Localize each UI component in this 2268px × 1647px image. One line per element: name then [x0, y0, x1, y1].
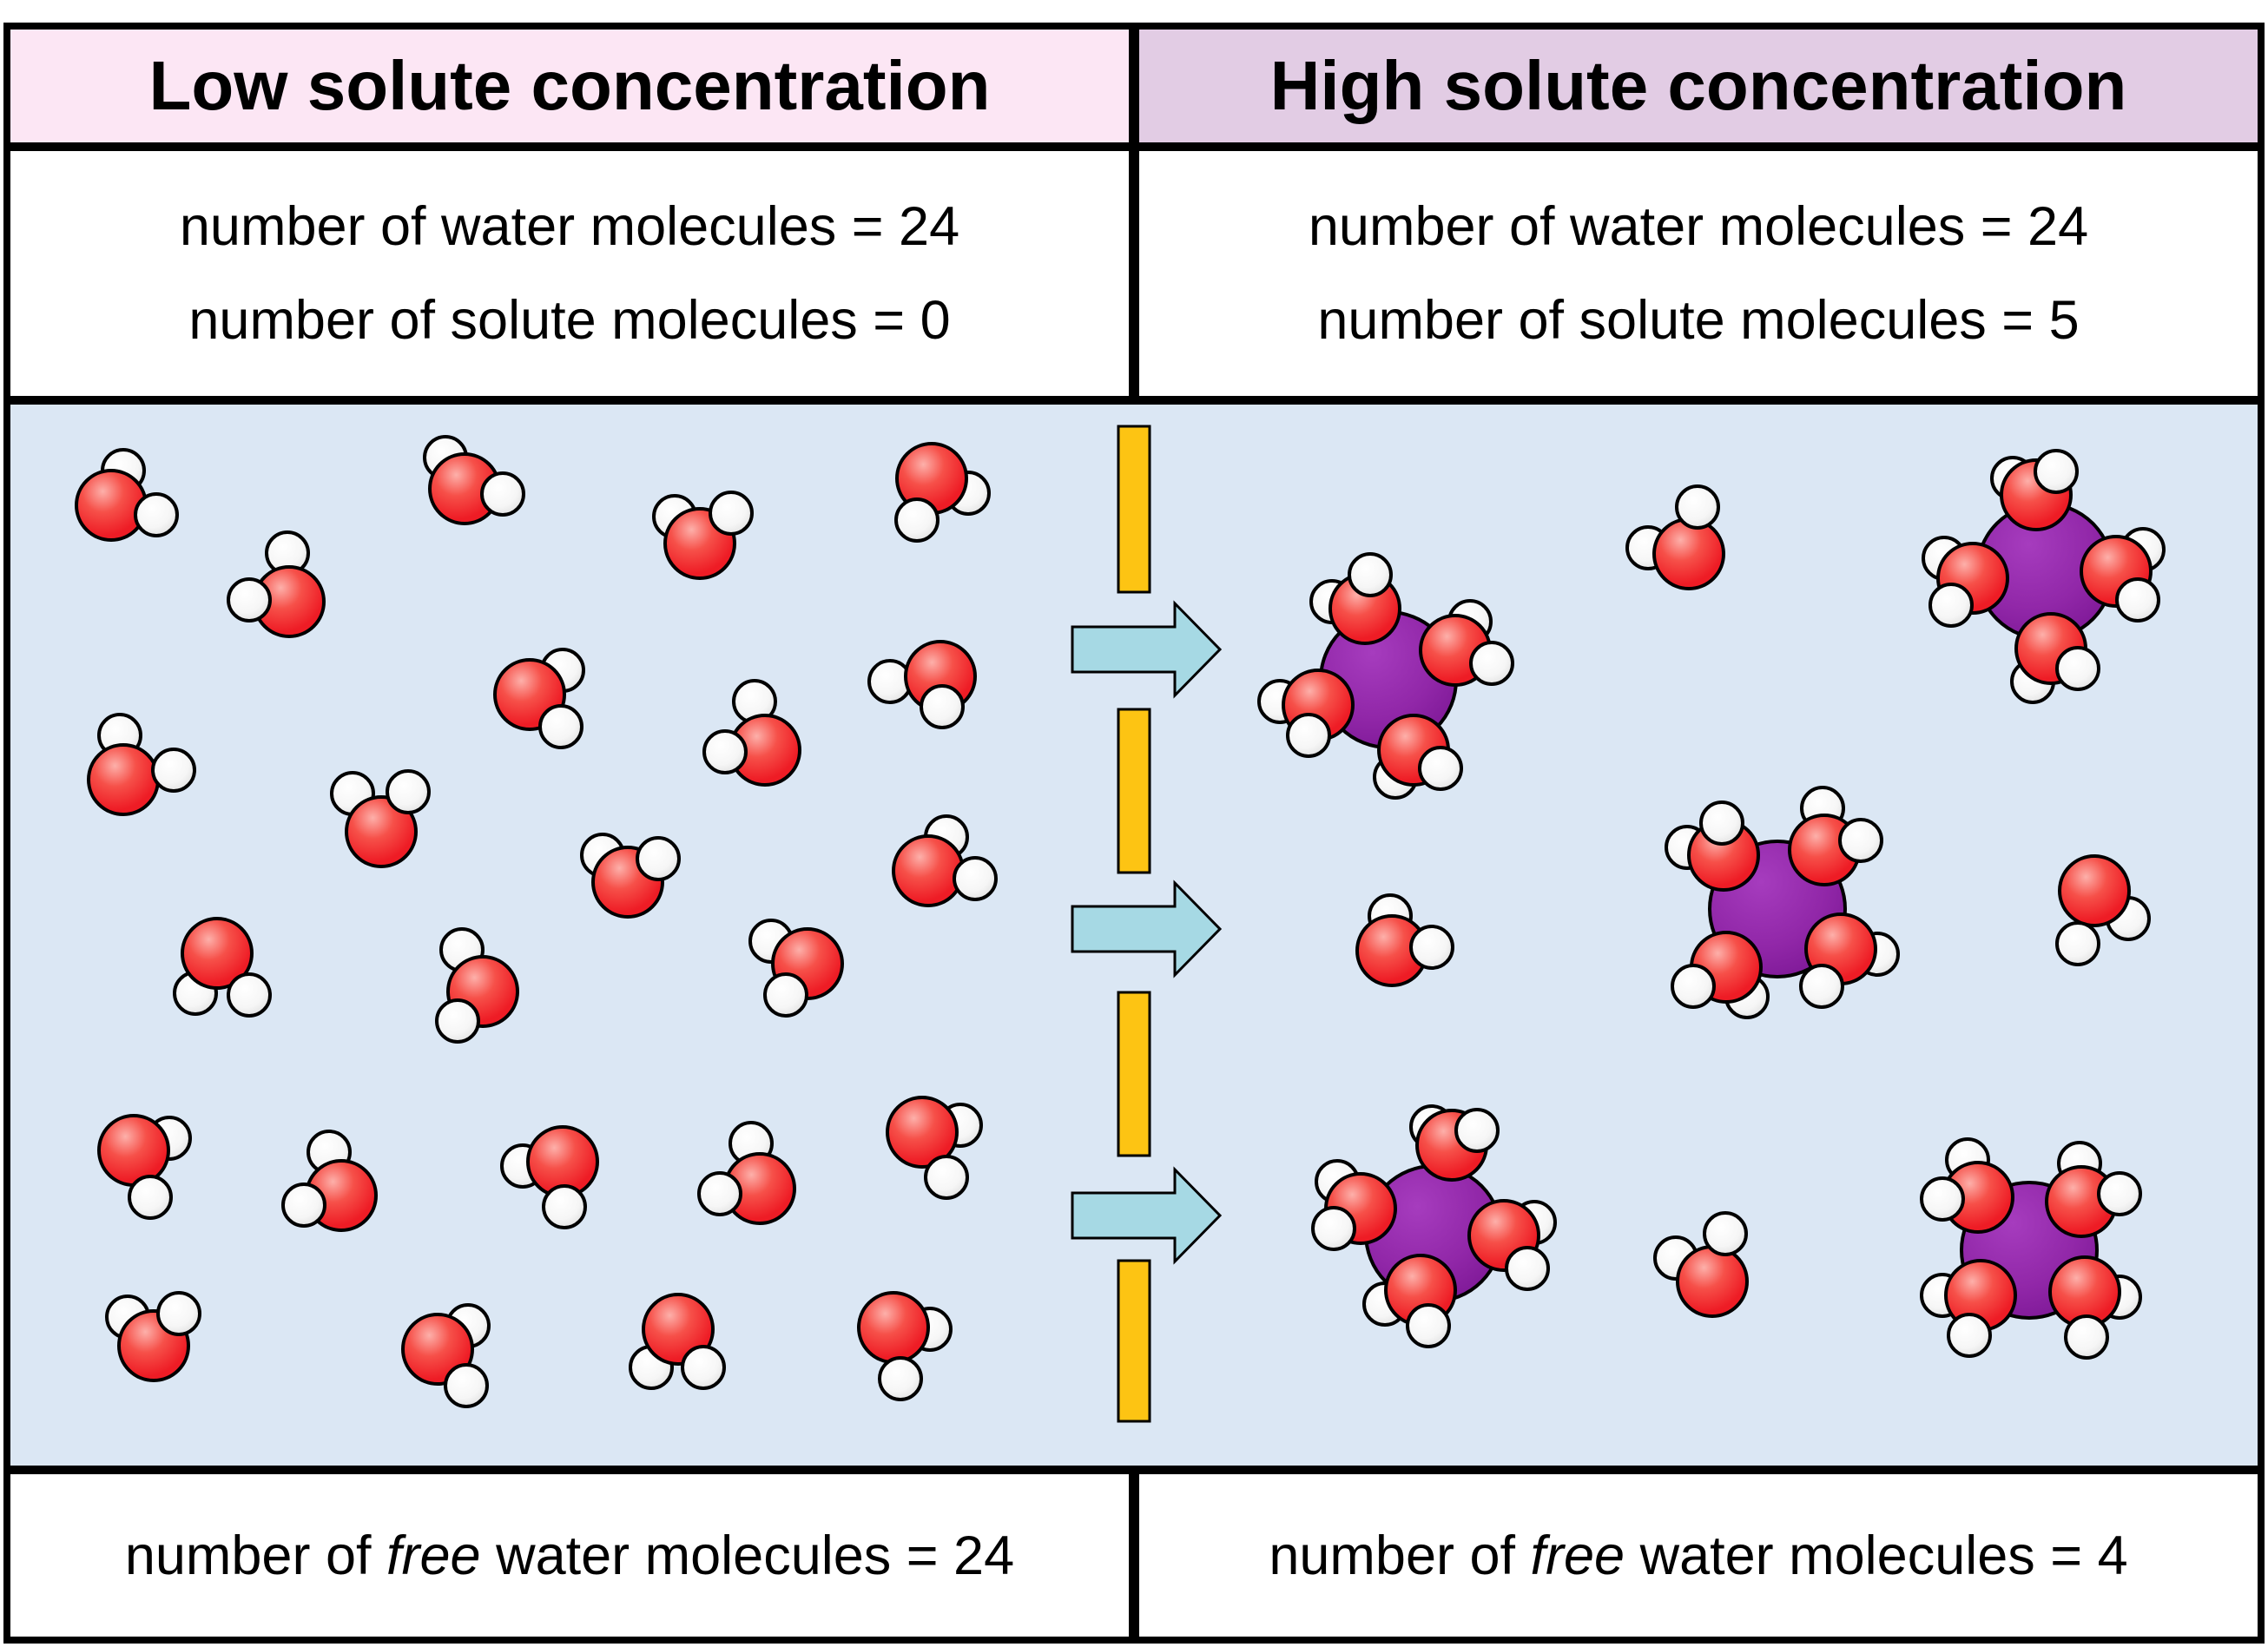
header-row: Low solute concentration High solute con…: [10, 30, 2258, 151]
water-molecule: [2080, 527, 2166, 623]
water-molecule: [886, 1096, 983, 1200]
water-molecule: [227, 530, 326, 638]
water-molecule: [857, 1291, 953, 1401]
water-molecule: [87, 713, 196, 816]
water-molecule: [493, 648, 585, 749]
membrane-diagram: [75, 425, 2166, 1423]
header-low-solute-label: Low solute concentration: [148, 47, 991, 124]
water-molecule: [330, 769, 431, 868]
solute-cluster: [1920, 1137, 2142, 1360]
water-molecule: [1990, 449, 2079, 531]
header-high-solute-label: High solute concentration: [1269, 47, 2127, 124]
water-molecule: [580, 833, 681, 919]
membrane-bar: [1117, 1259, 1151, 1423]
water-molecule: [423, 435, 525, 525]
osmosis-arrow-icon: [1071, 1166, 1223, 1265]
free-word-italic: free: [1530, 1525, 1625, 1586]
water-molecule: [1467, 1199, 1557, 1291]
water-molecule: [2045, 1141, 2142, 1238]
water-molecule: [97, 1114, 192, 1220]
water-molecule: [1257, 669, 1355, 758]
column-divider: [1129, 1474, 1139, 1637]
water-molecule: [500, 1125, 599, 1229]
water-molecule: [1362, 1254, 1457, 1348]
membrane-layer: [1071, 425, 1223, 1423]
water-molecule: [1419, 599, 1514, 687]
water-molecule: [1625, 484, 1725, 590]
water-molecule: [1920, 1137, 2014, 1234]
membrane-bar: [1117, 425, 1151, 594]
water-molecule: [435, 927, 519, 1044]
solute-cluster: [1257, 552, 1514, 800]
osmosis-arrow-icon: [1071, 879, 1223, 978]
water-molecule: [1373, 714, 1463, 800]
free-water-left-cell: number of free water molecules = 24: [10, 1474, 1129, 1637]
water-molecule: [1922, 536, 2009, 628]
water-molecule: [748, 919, 844, 1018]
water-molecule: [2055, 854, 2151, 966]
water-molecule: [1671, 931, 1770, 1019]
solute-cluster: [1665, 786, 1900, 1019]
water-molecule: [1355, 893, 1454, 987]
counts-left-cell: number of water molecules = 24 number of…: [10, 151, 1129, 396]
water-molecule: [652, 491, 754, 580]
counts-row: number of water molecules = 24 number of…: [10, 151, 2258, 405]
water-molecule: [281, 1130, 378, 1232]
comparison-table: Low solute concentration High solute con…: [3, 23, 2265, 1644]
right-water-count: number of water molecules = 24: [1308, 195, 2089, 257]
water-molecule: [401, 1303, 491, 1408]
water-molecule: [1665, 800, 1760, 892]
solute-cluster: [1311, 1104, 1557, 1348]
water-molecule: [2010, 612, 2100, 704]
header-high-solute: High solute concentration: [1139, 30, 2258, 142]
water-molecule: [2048, 1255, 2142, 1360]
left-free-water-count: number of free water molecules = 24: [124, 1525, 1015, 1586]
water-molecule: [1920, 1259, 2017, 1358]
solution-compartments: [10, 405, 2258, 1474]
column-divider: [1129, 30, 1139, 142]
left-solute-count: number of solute molecules = 0: [188, 290, 951, 352]
column-divider: [1129, 151, 1139, 396]
water-molecule: [1799, 912, 1900, 1009]
water-molecule: [105, 1291, 201, 1382]
molecule-layer: [75, 435, 2166, 1408]
right-solute-count: number of solute molecules = 5: [1317, 290, 2080, 352]
water-molecule: [867, 640, 977, 729]
membrane-bar: [1117, 991, 1151, 1157]
free-water-row: number of free water molecules = 24 numb…: [10, 1474, 2258, 1637]
water-molecule: [1788, 786, 1883, 886]
solute-cluster: [1922, 449, 2166, 704]
osmosis-arrow-icon: [1071, 600, 1223, 699]
water-molecule: [1409, 1104, 1500, 1182]
water-molecule: [697, 1121, 796, 1225]
free-water-right-cell: number of free water molecules = 4: [1139, 1474, 2258, 1637]
water-molecule: [1311, 1159, 1397, 1251]
right-free-water-count: number of free water molecules = 4: [1269, 1525, 2128, 1586]
water-molecule: [629, 1293, 726, 1390]
membrane-bar: [1117, 708, 1151, 874]
free-word-italic: free: [386, 1525, 481, 1586]
left-water-count: number of water molecules = 24: [179, 195, 960, 257]
water-molecule: [1309, 552, 1401, 645]
header-low-solute: Low solute concentration: [10, 30, 1129, 142]
water-molecule: [173, 917, 272, 1018]
water-molecule: [892, 814, 998, 907]
water-molecule: [894, 442, 991, 543]
water-molecule: [1653, 1211, 1749, 1318]
water-molecule: [75, 448, 179, 542]
counts-right-cell: number of water molecules = 24 number of…: [1139, 151, 2258, 396]
water-molecule: [702, 679, 801, 787]
